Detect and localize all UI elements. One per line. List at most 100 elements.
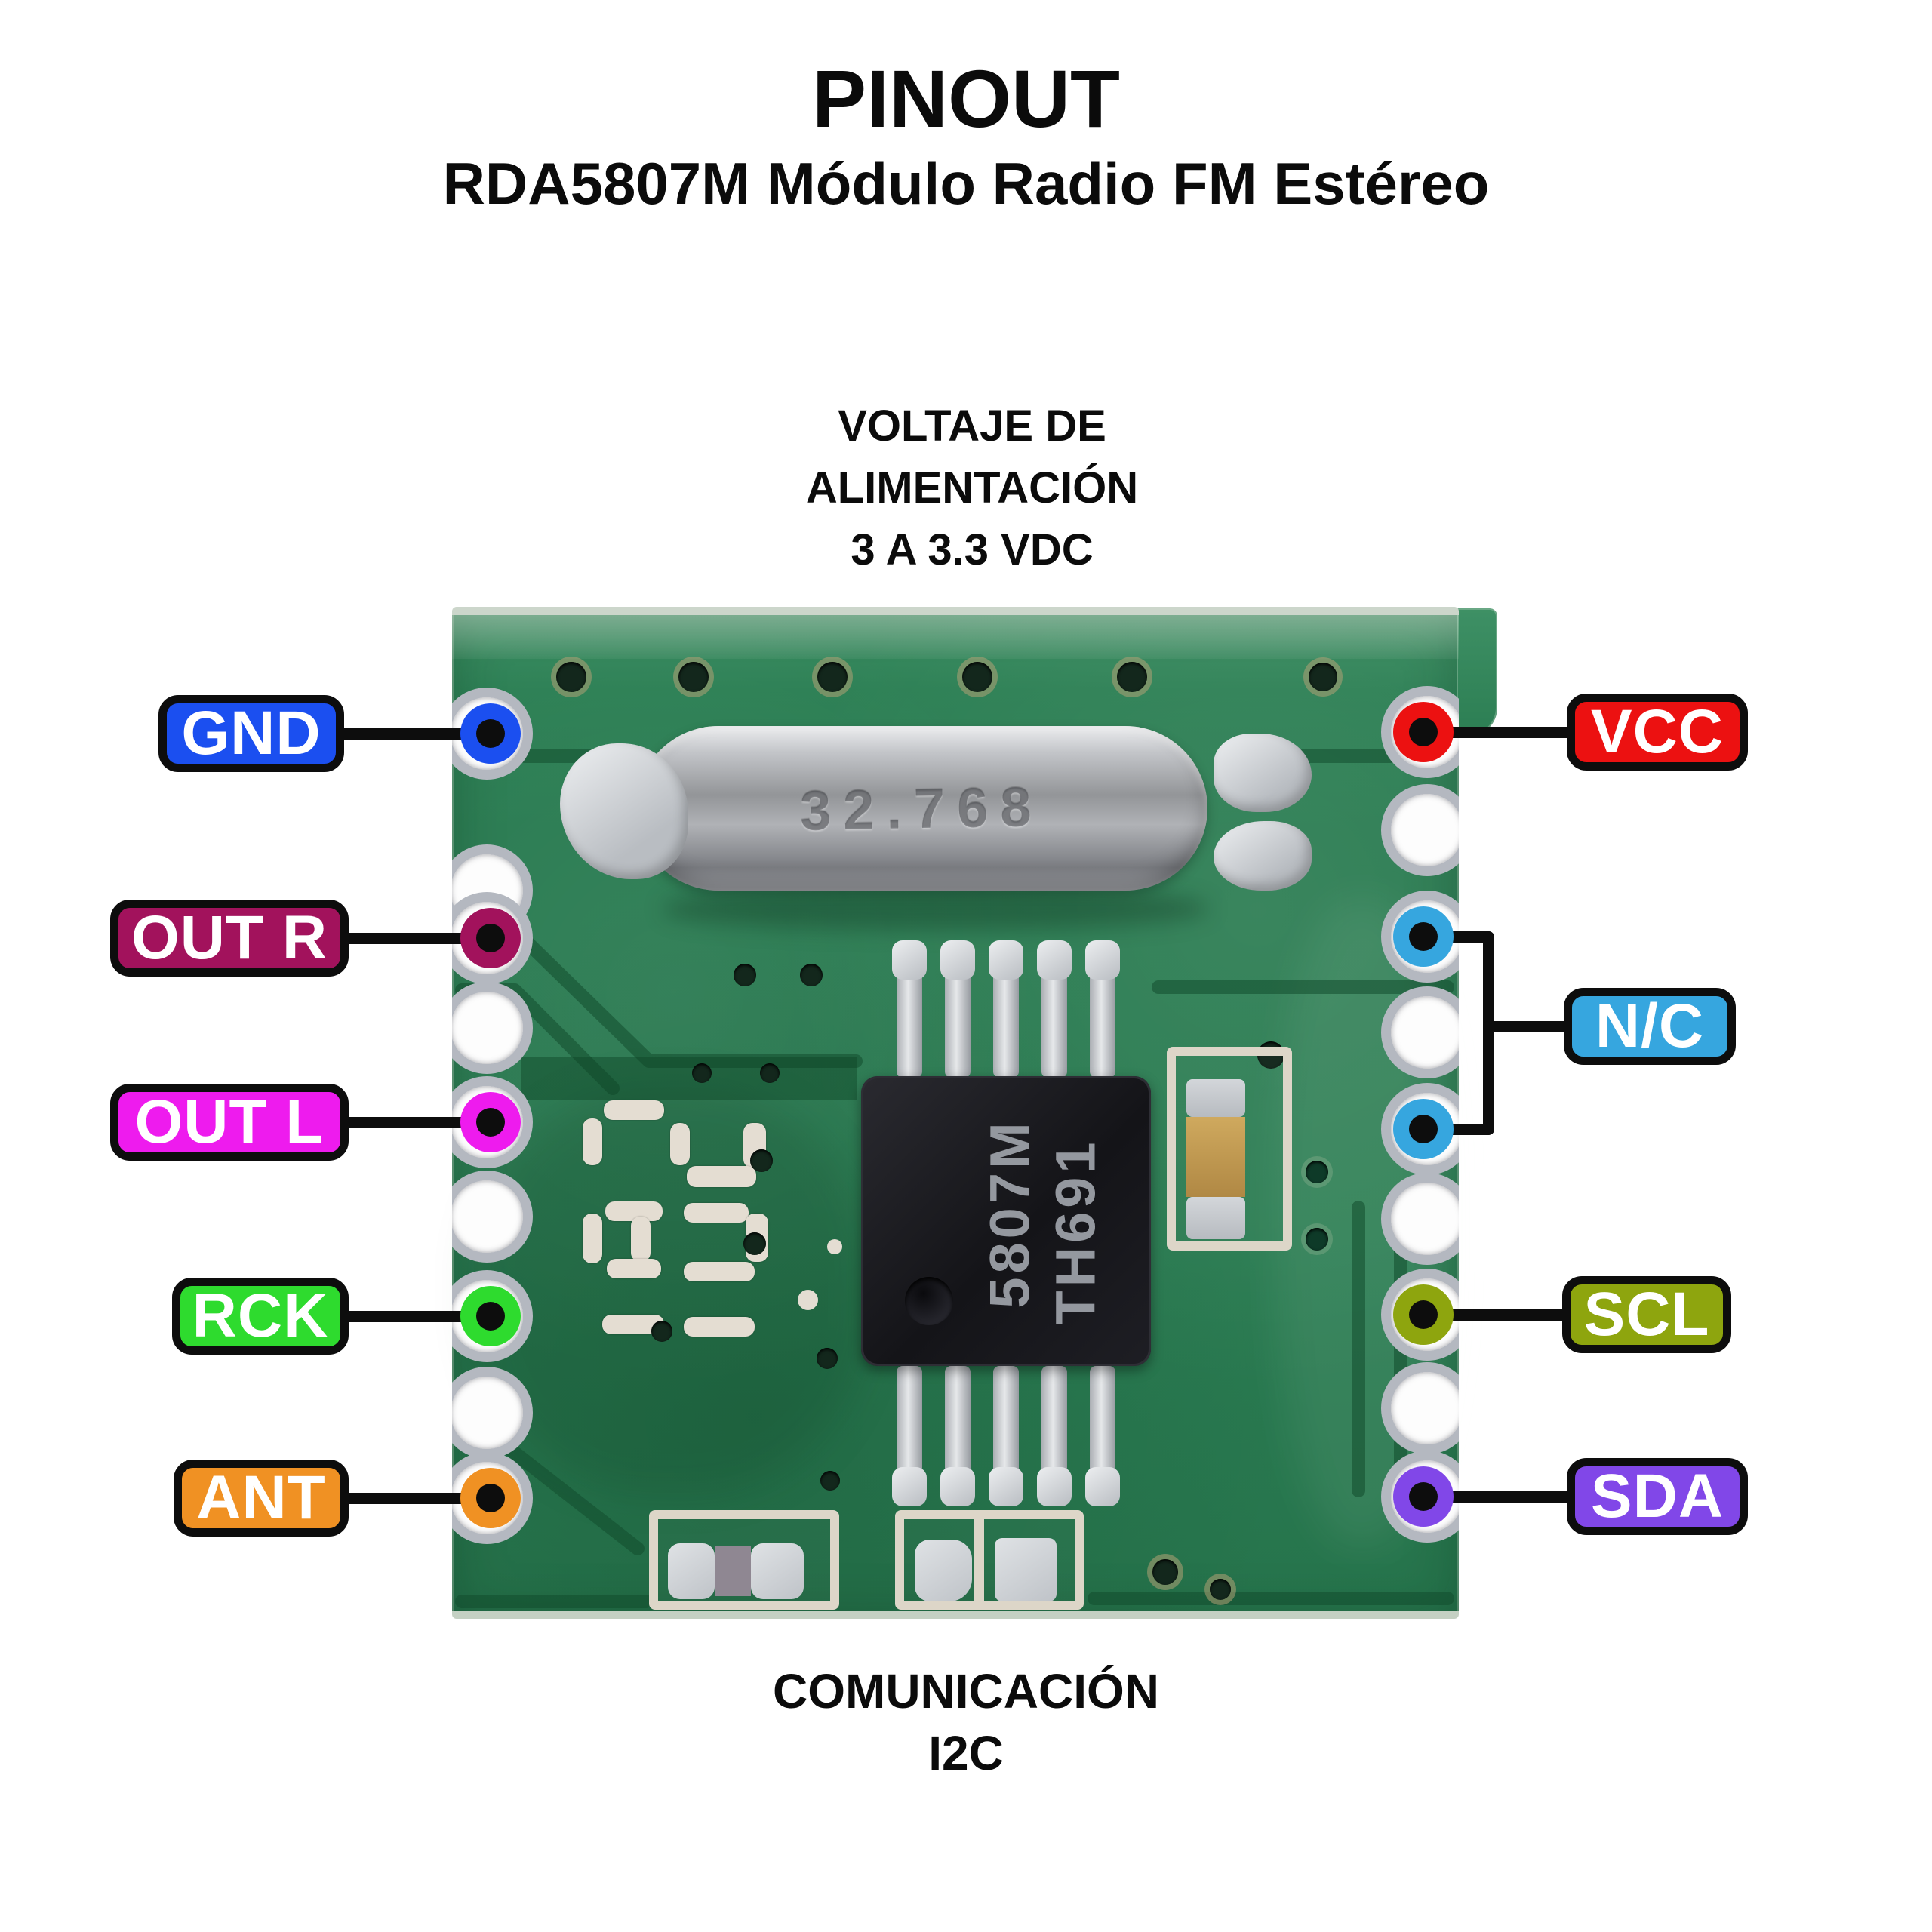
castellation-notch bbox=[1376, 983, 1459, 1082]
ic-pin-solder bbox=[989, 1467, 1023, 1506]
ic-pin-solder bbox=[1037, 940, 1072, 980]
via-hole bbox=[1152, 1559, 1178, 1585]
crystal-shadow bbox=[664, 888, 1208, 930]
pin-label-gnd: GND bbox=[158, 695, 344, 772]
ic-pin-solder bbox=[1085, 940, 1120, 980]
rda5807m-ic-chip: 5807M TH691 bbox=[861, 1076, 1151, 1366]
ic-pin1-dimple bbox=[905, 1277, 953, 1325]
page-subtitle: RDA5807M Módulo Radio FM Estéreo bbox=[442, 150, 1490, 217]
pin-label-sda: SDA bbox=[1567, 1458, 1748, 1535]
pin-dot-center bbox=[476, 1302, 505, 1331]
pin-dot-center bbox=[476, 1484, 505, 1512]
smd-capacitor-body bbox=[1186, 1117, 1245, 1197]
silkscreen-segment bbox=[604, 1100, 664, 1120]
pin-dot-center bbox=[1409, 1482, 1438, 1511]
pin-bracket-nc bbox=[1483, 931, 1494, 1135]
ic-pin-solder bbox=[940, 1467, 975, 1506]
pin-label-scl: SCL bbox=[1562, 1276, 1731, 1353]
pin-label-out_r: OUT R bbox=[110, 900, 349, 977]
pin-label-out_l: OUT L bbox=[110, 1084, 349, 1161]
silkscreen-segment bbox=[583, 1118, 602, 1165]
via-hole bbox=[1306, 1228, 1328, 1251]
castellation-plating bbox=[1381, 1362, 1459, 1454]
castellation-notch bbox=[452, 1167, 534, 1266]
ic-pin-solder bbox=[940, 940, 975, 980]
castellation-notch bbox=[1376, 1169, 1459, 1269]
power-note-line2: ALIMENTACIÓN bbox=[805, 463, 1139, 512]
power-voltage-note: VOLTAJE DE ALIMENTACIÓN 3 A 3.3 VDC bbox=[708, 395, 1236, 581]
via-hole bbox=[800, 964, 823, 986]
pin-dot-center bbox=[476, 1108, 505, 1137]
solder-blob bbox=[1214, 734, 1312, 812]
via-hole bbox=[820, 1471, 840, 1491]
via-hole bbox=[743, 1232, 766, 1255]
pin-line-rck bbox=[332, 1311, 491, 1322]
via-hole bbox=[692, 1063, 712, 1083]
castellation-plating bbox=[452, 1171, 533, 1263]
ic-marking-line2: TH691 bbox=[1044, 1138, 1107, 1325]
smd-resistor-end bbox=[751, 1543, 804, 1599]
silkscreen-segment bbox=[583, 1214, 602, 1263]
pin-dot-center bbox=[476, 924, 505, 952]
ic-pin-solder bbox=[892, 1467, 927, 1506]
via-hole bbox=[734, 964, 756, 986]
pin-dot-rck bbox=[460, 1286, 521, 1346]
solder-pad bbox=[915, 1540, 972, 1601]
via-hole bbox=[817, 662, 848, 692]
silkscreen-segment bbox=[607, 1259, 661, 1278]
pin-dot-vcc bbox=[1393, 702, 1454, 762]
silkscreen-segment bbox=[631, 1217, 651, 1262]
smd-resistor-body bbox=[715, 1546, 751, 1596]
castellation-plating bbox=[1381, 986, 1459, 1078]
via-hole bbox=[1210, 1579, 1231, 1600]
resistor-silkscreen-box bbox=[649, 1510, 839, 1610]
via-hole bbox=[651, 1321, 672, 1342]
pin-dot-center bbox=[1409, 1300, 1438, 1329]
pin-dot-out_r bbox=[460, 908, 521, 968]
pin-dot-nc bbox=[1393, 1099, 1454, 1159]
pin-label-vcc: VCC bbox=[1567, 694, 1748, 771]
via-hole bbox=[760, 1063, 780, 1083]
pin-line-scl bbox=[1423, 1309, 1570, 1321]
pin-dot-scl bbox=[1393, 1284, 1454, 1345]
pin-dot-center bbox=[1409, 922, 1438, 951]
pin-dot-ant bbox=[460, 1468, 521, 1528]
pin-dot-center bbox=[476, 719, 505, 748]
via-hole bbox=[750, 1149, 773, 1172]
pcb-top-strip bbox=[452, 615, 1459, 659]
comm-note-line2: I2C bbox=[928, 1726, 1004, 1780]
via-hole bbox=[1117, 662, 1147, 692]
castellation-plating bbox=[1381, 784, 1459, 876]
smd-capacitor-end bbox=[1186, 1079, 1245, 1117]
pin-line-ant bbox=[332, 1493, 491, 1504]
page-title: PINOUT bbox=[811, 53, 1120, 144]
pcb-bottom-edge bbox=[452, 1611, 1459, 1619]
capacitor-silkscreen-box bbox=[1167, 1047, 1292, 1251]
i2c-communication-note: COMUNICACIÓN I2C bbox=[702, 1660, 1230, 1784]
silkscreen-dot bbox=[797, 1289, 818, 1310]
ic-pin-solder bbox=[1085, 1467, 1120, 1506]
silkscreen-segment bbox=[684, 1317, 755, 1337]
solder-blob bbox=[560, 743, 688, 879]
castellation-notch bbox=[1376, 780, 1459, 880]
pin-label-nc: N/C bbox=[1564, 988, 1736, 1065]
pin-line-out_l bbox=[332, 1117, 491, 1128]
pcb-corner-tab bbox=[1457, 608, 1497, 737]
pin-line-vcc bbox=[1423, 727, 1574, 738]
via-hole bbox=[678, 662, 709, 692]
comm-note-line1: COMUNICACIÓN bbox=[773, 1664, 1159, 1718]
castellation-plating bbox=[1381, 1173, 1459, 1265]
castellation-plating bbox=[452, 982, 533, 1074]
silkscreen-dot bbox=[827, 1239, 842, 1254]
castellation-notch bbox=[1376, 1358, 1459, 1458]
pin-dot-nc bbox=[1393, 906, 1454, 967]
ic-pin-solder bbox=[989, 940, 1023, 980]
pin-dot-center bbox=[1409, 718, 1438, 746]
pin-dot-out_l bbox=[460, 1092, 521, 1152]
via-hole bbox=[1309, 663, 1337, 691]
castellation-notch bbox=[452, 978, 534, 1078]
via-hole bbox=[556, 662, 586, 692]
smd-resistor-end bbox=[668, 1543, 715, 1599]
power-note-line3: 3 A 3.3 VDC bbox=[851, 525, 1094, 574]
